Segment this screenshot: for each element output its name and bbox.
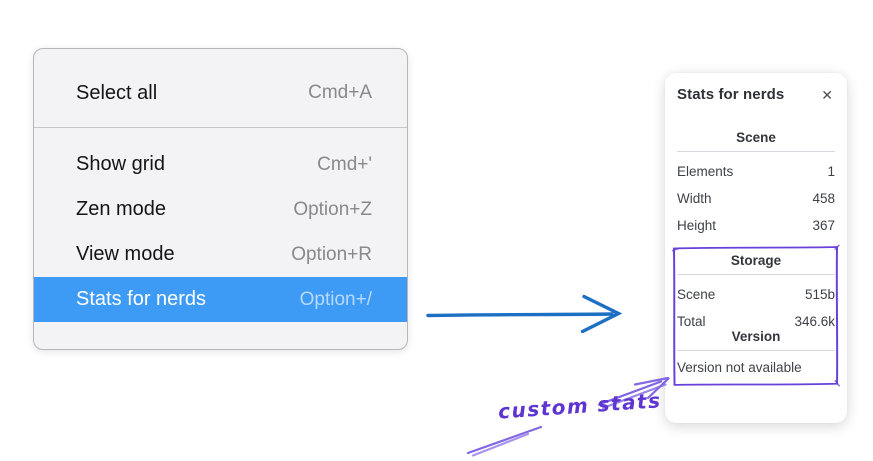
menu-item-select-all[interactable]: Select all Cmd+A <box>34 65 407 121</box>
section-rule <box>677 350 835 351</box>
section-rule <box>677 274 835 275</box>
menu-item-shortcut: Option+Z <box>293 198 372 220</box>
menu-item-label: Stats for nerds <box>76 288 207 310</box>
stat-value: 367 <box>812 218 835 233</box>
context-menu: Select all Cmd+A Show grid Cmd+' Zen mod… <box>33 48 408 350</box>
version-note: Version not available <box>677 360 802 375</box>
menu-item-shortcut: Cmd+A <box>308 82 372 103</box>
section-heading-scene: Scene <box>736 130 776 145</box>
stats-panel-header: Stats for nerds ✕ <box>677 86 835 104</box>
stat-row: Height 367 <box>677 218 835 233</box>
stat-value: 515b <box>804 287 835 302</box>
menu-item-stats-for-nerds[interactable]: Stats for nerds Option+/ <box>34 277 407 322</box>
close-icon[interactable]: ✕ <box>821 87 833 103</box>
stat-value: 458 <box>812 191 835 206</box>
stat-label: Width <box>677 191 712 206</box>
menu-item-shortcut: Cmd+' <box>317 153 372 175</box>
menu-item-view-mode[interactable]: View mode Option+R <box>34 232 407 277</box>
menu-item-show-grid[interactable]: Show grid Cmd+' <box>34 142 407 187</box>
menu-divider <box>34 127 407 128</box>
pointer-arrow <box>426 294 623 334</box>
stat-row: Elements 1 <box>677 164 835 179</box>
stats-panel: Stats for nerds ✕ Scene Elements 1 Width… <box>665 73 847 423</box>
menu-item-label: Select all <box>76 81 158 104</box>
stat-row: Width 458 <box>677 191 835 206</box>
stat-label: Elements <box>677 164 734 179</box>
stat-row: Total 346.6k <box>677 314 835 329</box>
menu-item-shortcut: Option+R <box>291 243 372 265</box>
menu-item-shortcut: Option+/ <box>299 288 372 310</box>
stat-value: 1 <box>827 164 835 179</box>
section-heading-storage: Storage <box>730 253 782 268</box>
menu-item-label: View mode <box>76 243 175 265</box>
menu-item-label: Zen mode <box>76 198 167 220</box>
stat-label: Scene <box>677 287 716 302</box>
menu-item-label: Show grid <box>76 153 165 175</box>
section-heading-version: Version <box>731 329 781 344</box>
annotation-custom-stats: custom stats <box>497 388 663 424</box>
stats-panel-title: Stats for nerds <box>677 86 785 103</box>
custom-stats-group: Storage Scene 515b Total 346.6k Version … <box>671 244 840 387</box>
stat-row: Scene 515b <box>677 287 835 302</box>
stat-label: Total <box>677 314 706 329</box>
stat-label: Height <box>677 218 717 233</box>
section-rule <box>677 151 835 152</box>
stat-value: 346.6k <box>794 314 835 329</box>
menu-item-zen-mode[interactable]: Zen mode Option+Z <box>34 187 407 232</box>
